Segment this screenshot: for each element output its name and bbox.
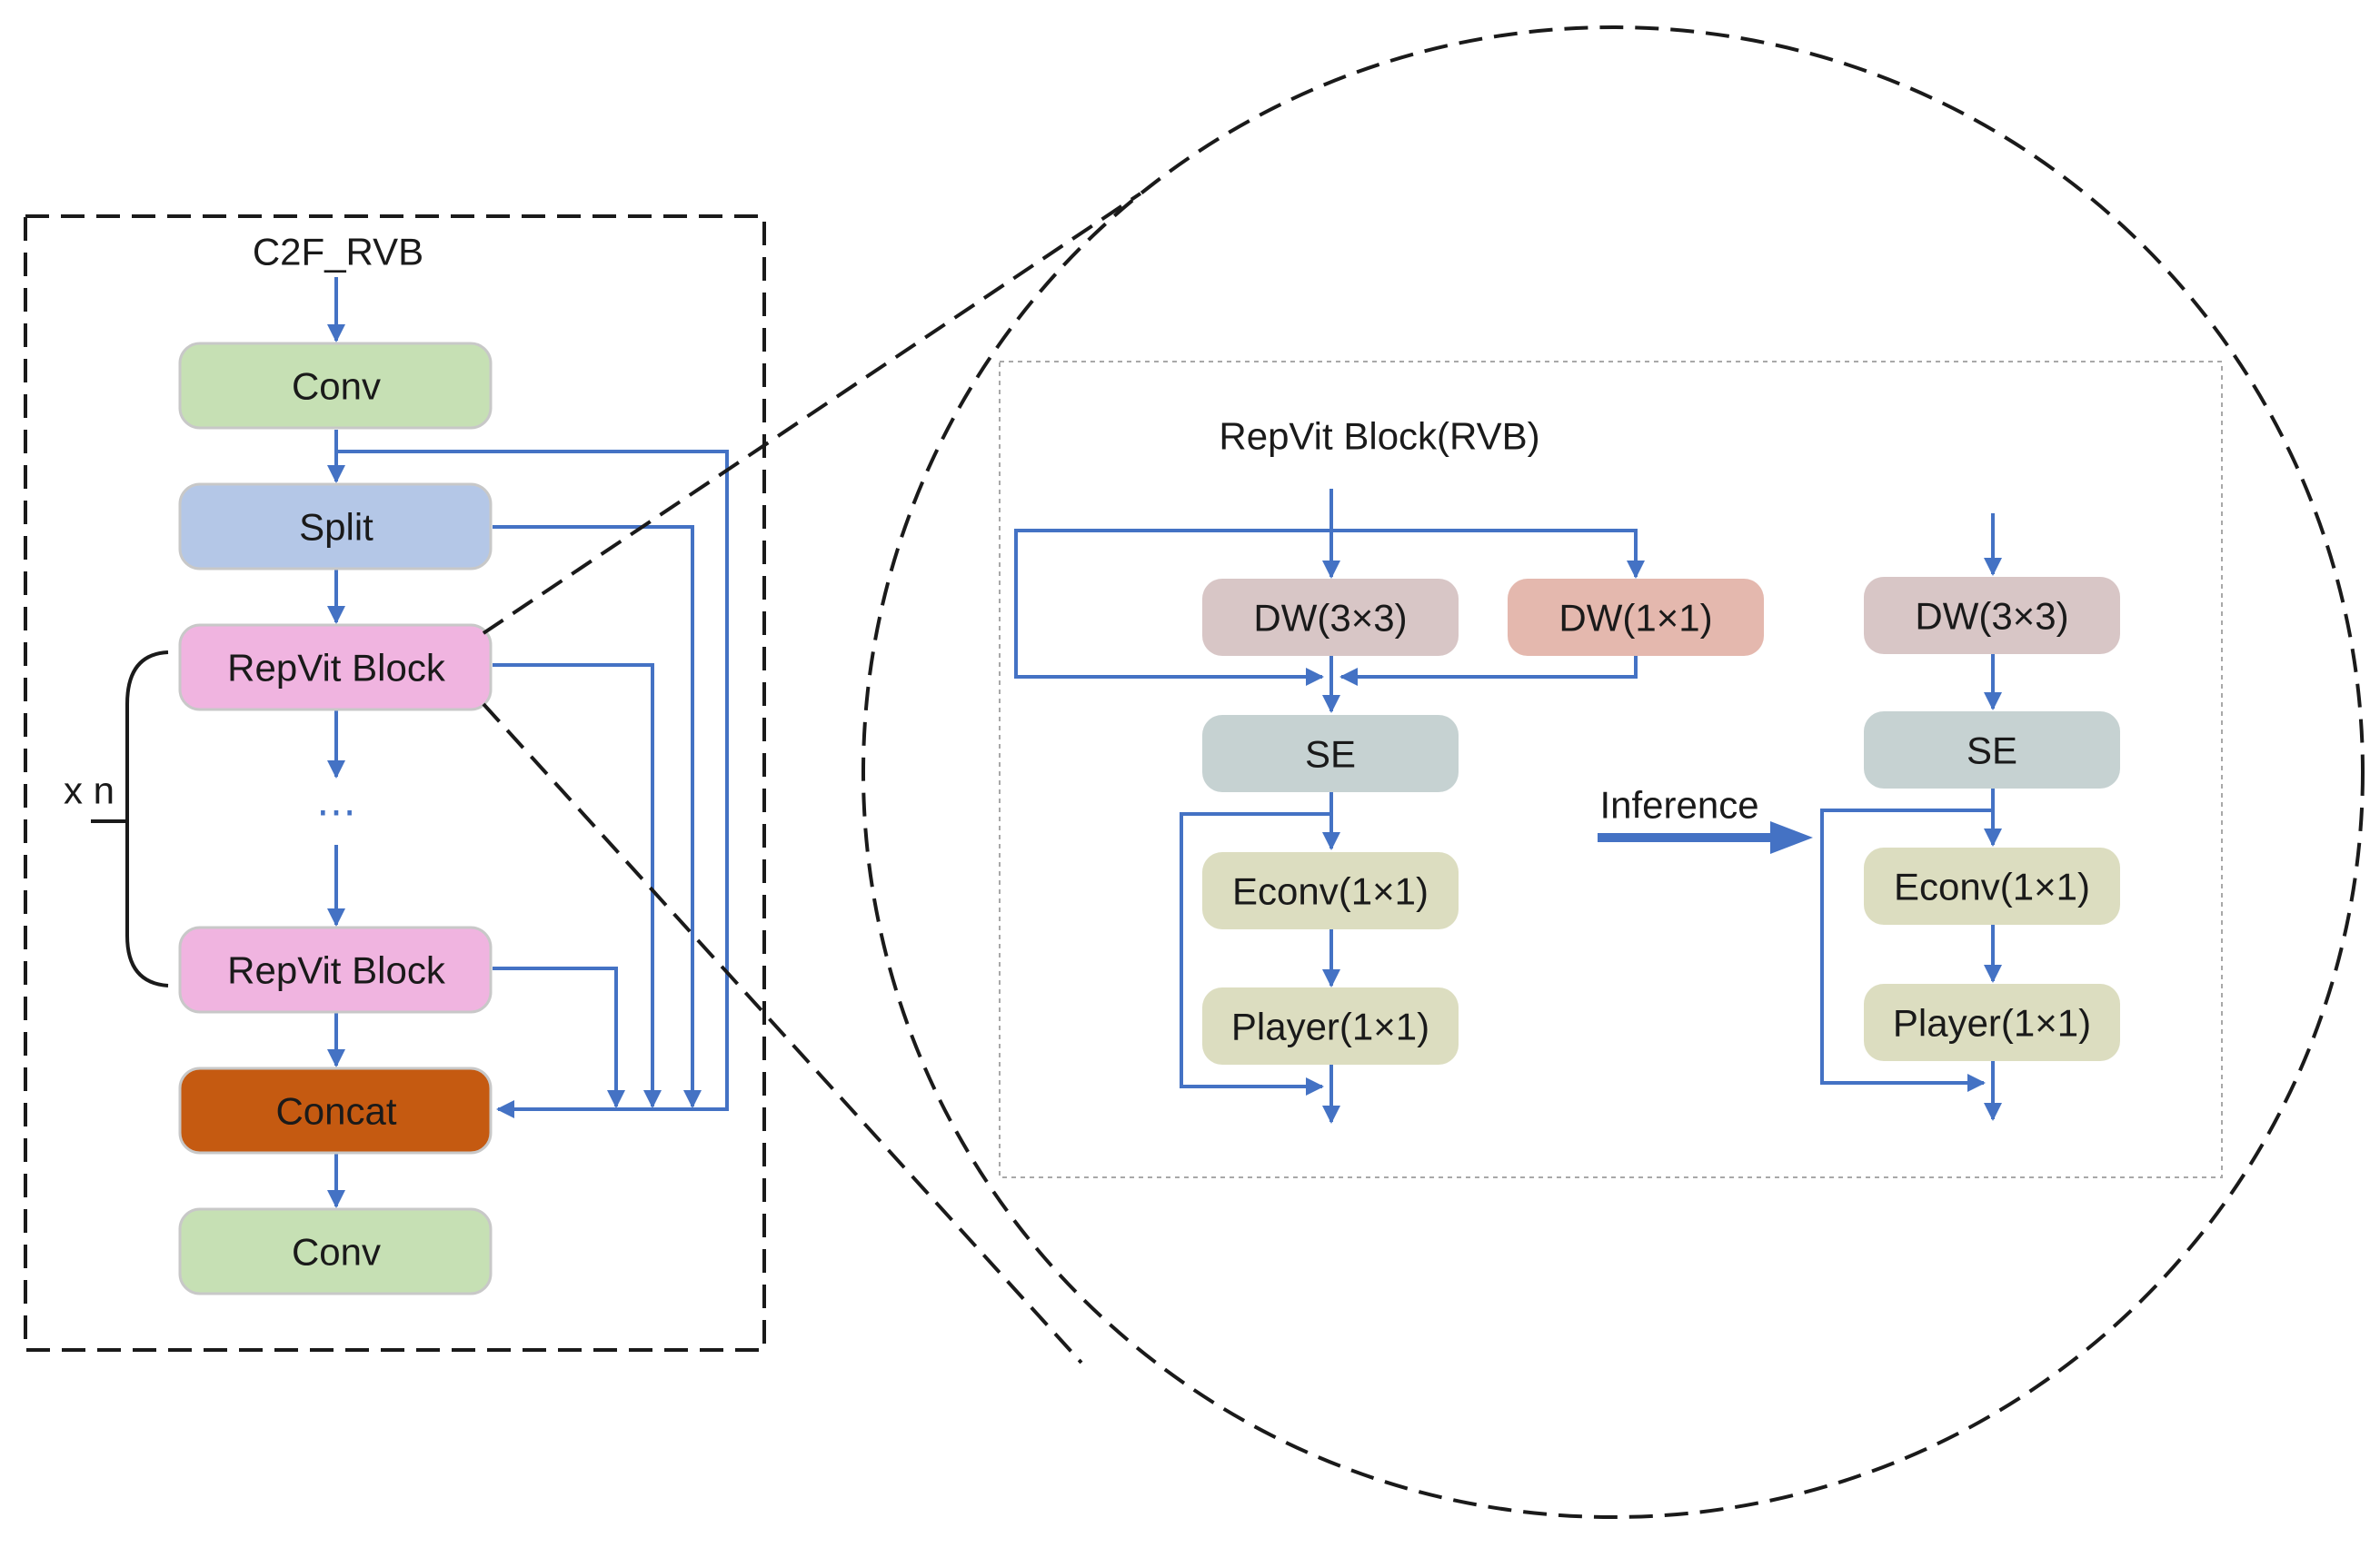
rvb-residual-branch bbox=[1180, 812, 1331, 1096]
rvb-dw1-merge bbox=[1339, 654, 1638, 686]
repeat-bracket bbox=[125, 650, 169, 987]
conv-bottom-label: Conv bbox=[292, 1231, 381, 1274]
rvb-detail-frame bbox=[999, 361, 2223, 1178]
c2f-title: C2F_RVB bbox=[253, 231, 423, 273]
skip-split-to-concat bbox=[493, 525, 702, 1108]
zoom-line-upper bbox=[482, 192, 1142, 635]
repeat-label: x n bbox=[64, 769, 115, 812]
inf-dw3-label: DW(3×3) bbox=[1915, 595, 2068, 638]
inf-econv-node: Econv(1×1) bbox=[1864, 848, 2120, 925]
ellipsis: ⋯ bbox=[316, 790, 356, 835]
inference-label: Inference bbox=[1599, 784, 1758, 827]
repvit-block-n-node: RepVit Block bbox=[178, 926, 493, 1014]
inf-residual-branch bbox=[1820, 809, 1993, 1092]
rvb-dw1-node: DW(1×1) bbox=[1508, 579, 1764, 656]
inf-se-node: SE bbox=[1864, 711, 2120, 789]
conv-bottom-node: Conv bbox=[178, 1207, 493, 1295]
rvb-player-label: Player(1×1) bbox=[1231, 1006, 1429, 1048]
skip-repvit-n-to-concat bbox=[493, 967, 625, 1108]
inf-se-label: SE bbox=[1967, 729, 2017, 772]
conv-top-label: Conv bbox=[292, 365, 381, 408]
rvb-branch-to-dw1 bbox=[1331, 529, 1645, 579]
skip-conv-to-concat bbox=[336, 450, 729, 1118]
repvit-block-label: RepVit Block bbox=[227, 647, 446, 690]
c2f-dashed-frame bbox=[24, 214, 766, 1352]
inf-player-node: Player(1×1) bbox=[1864, 984, 2120, 1061]
repvit-block-node: RepVit Block bbox=[178, 623, 493, 711]
rvb-identity-branch bbox=[1014, 529, 1331, 686]
concat-node: Concat bbox=[178, 1067, 493, 1155]
concat-label: Concat bbox=[275, 1090, 396, 1133]
split-node: Split bbox=[178, 482, 493, 571]
rvb-dw1-label: DW(1×1) bbox=[1558, 597, 1712, 640]
split-label: Split bbox=[299, 506, 373, 549]
inference-arrow-head bbox=[1770, 821, 1813, 854]
rvb-dw3-label: DW(3×3) bbox=[1253, 597, 1407, 640]
inf-econv-label: Econv(1×1) bbox=[1894, 866, 2090, 908]
rvb-title: RepVit Block(RVB) bbox=[1219, 415, 1539, 458]
conv-top-node: Conv bbox=[178, 342, 493, 430]
rvb-se-node: SE bbox=[1202, 715, 1459, 792]
zoom-circle bbox=[861, 25, 2365, 1519]
skip-repvit-to-concat bbox=[493, 663, 662, 1108]
rvb-econv-label: Econv(1×1) bbox=[1232, 870, 1429, 913]
rvb-player-node: Player(1×1) bbox=[1202, 987, 1459, 1065]
rvb-econv-node: Econv(1×1) bbox=[1202, 852, 1459, 929]
inf-player-label: Player(1×1) bbox=[1893, 1002, 2091, 1045]
rvb-se-label: SE bbox=[1305, 733, 1356, 776]
rvb-dw3-node: DW(3×3) bbox=[1202, 579, 1459, 656]
zoom-line-lower bbox=[482, 702, 1083, 1364]
repvit-block-n-label: RepVit Block bbox=[227, 949, 446, 992]
inf-dw3-node: DW(3×3) bbox=[1864, 577, 2120, 654]
